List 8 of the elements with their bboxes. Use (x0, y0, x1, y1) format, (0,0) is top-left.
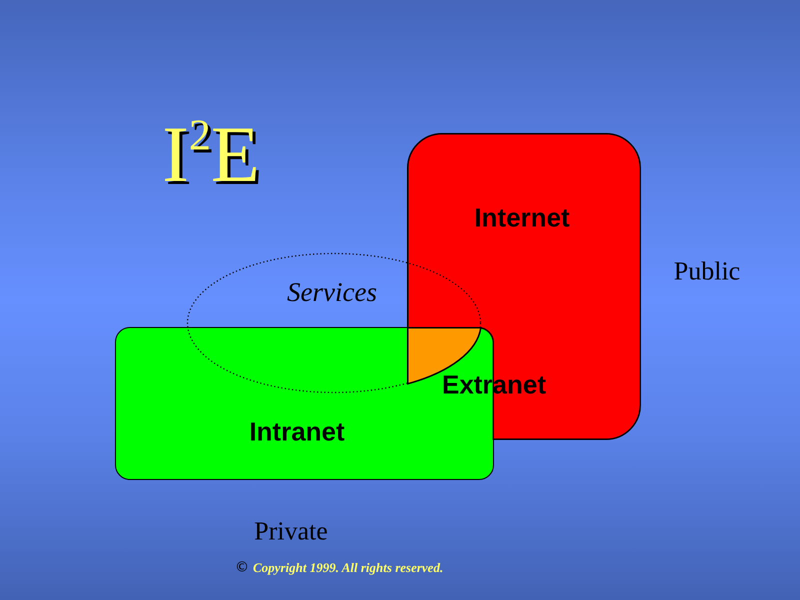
side-label: Public (674, 258, 740, 286)
zone-label: Intranet (249, 418, 345, 446)
side-label: Private (254, 518, 328, 546)
copyright-symbol: © (235, 560, 249, 576)
zone-label: Internet (474, 204, 570, 232)
ellipse-label: Services (287, 278, 377, 308)
copyright-notice: Copyright 1999. All rights reserved. (253, 560, 444, 576)
title: I$^{2}$E (162, 115, 260, 195)
